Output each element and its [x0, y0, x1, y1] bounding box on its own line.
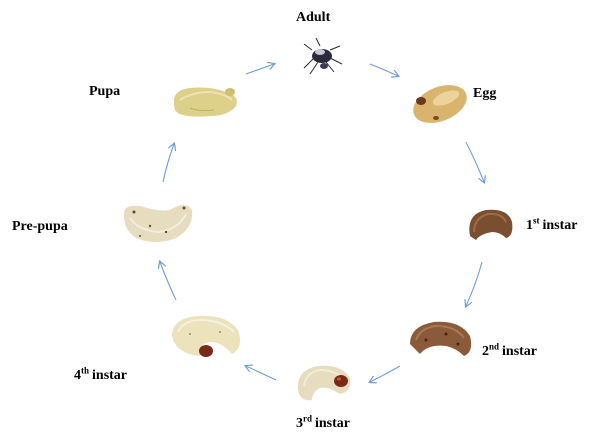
- label-instar-3-number: 3: [296, 416, 303, 431]
- label-instar-2: 2ndinstar: [482, 345, 537, 359]
- instar-1-image: [469, 210, 512, 240]
- arrow-instar2-to-instar3: [370, 366, 400, 382]
- arrow-adult-to-egg: [370, 64, 398, 76]
- label-instar-1-number: 1: [526, 218, 533, 233]
- label-instar-4: 4thinstar: [74, 369, 127, 383]
- label-prepupa: Pre-pupa: [12, 220, 68, 234]
- label-instar-2-suffix: instar: [502, 344, 537, 359]
- arrow-instar1-to-instar2: [466, 262, 482, 306]
- label-instar-4-number: 4: [74, 368, 81, 383]
- label-egg: Egg: [473, 87, 496, 101]
- label-instar-4-ordinal: th: [81, 365, 89, 375]
- instar-3-image: [298, 366, 350, 401]
- egg-image: [408, 78, 473, 131]
- label-instar-3-suffix: instar: [315, 416, 350, 431]
- label-instar-1-suffix: instar: [543, 218, 578, 233]
- instar-2-image: [410, 322, 471, 356]
- label-instar-2-ordinal: nd: [489, 341, 499, 351]
- arrow-prepupa-to-pupa: [163, 144, 174, 182]
- adult-image: [304, 38, 342, 74]
- label-instar-4-suffix: instar: [92, 368, 127, 383]
- label-instar-1-ordinal: st: [533, 215, 540, 225]
- arrow-instar3-to-instar4: [246, 366, 276, 380]
- arrow-instar4-to-prepupa: [160, 262, 176, 300]
- arrow-pupa-to-adult: [246, 64, 274, 74]
- prepupa-image: [124, 205, 192, 242]
- label-instar-3-ordinal: rd: [303, 413, 312, 423]
- arrow-egg-to-instar1: [466, 142, 484, 182]
- label-instar-3: 3rdinstar: [296, 417, 350, 431]
- label-instar-2-number: 2: [482, 344, 489, 359]
- label-instar-1: 1stinstar: [526, 219, 578, 233]
- label-adult: Adult: [296, 11, 330, 25]
- instar-4-image: [172, 316, 240, 357]
- label-pupa: Pupa: [89, 85, 120, 99]
- pupa-image: [174, 88, 237, 117]
